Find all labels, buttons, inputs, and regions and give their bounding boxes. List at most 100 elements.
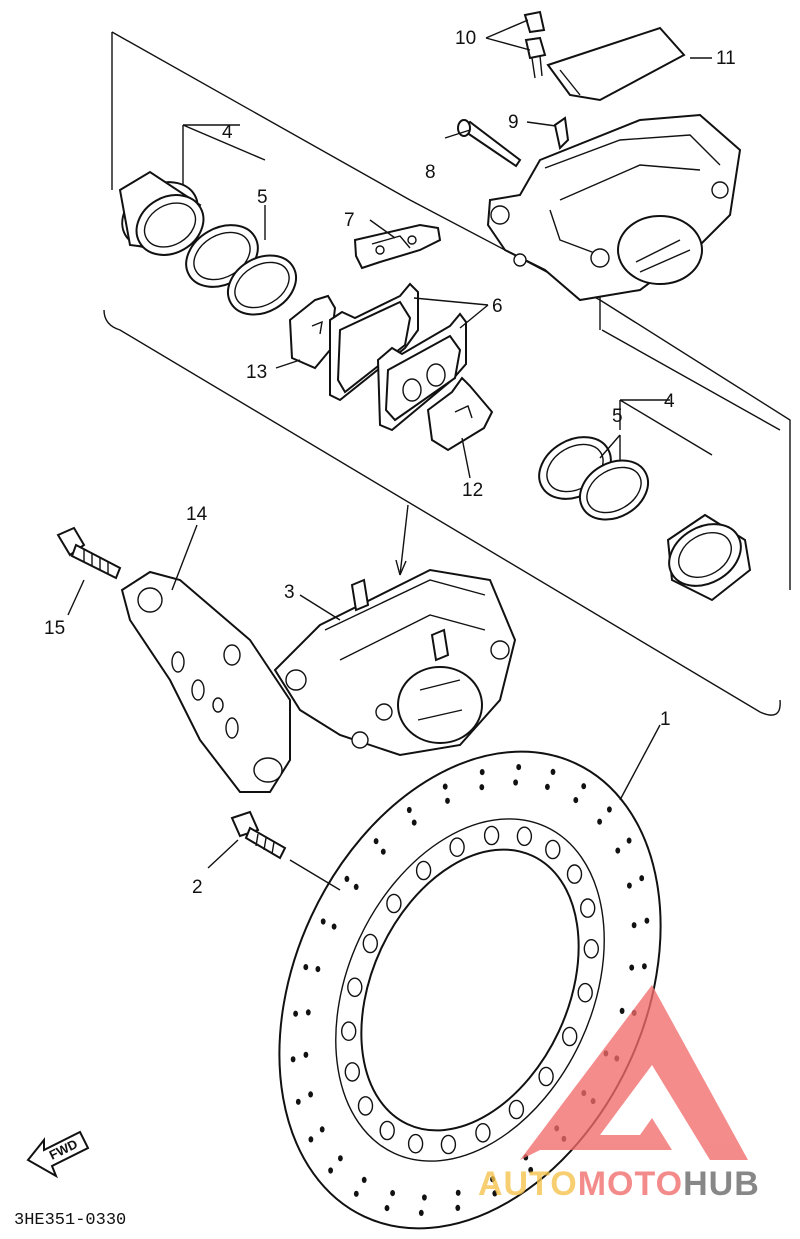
- bleed-screw: [523, 10, 547, 79]
- disc-drill-hole: [406, 806, 412, 814]
- disc-drill-hole: [384, 1205, 390, 1212]
- disc-drill-hole: [328, 1167, 333, 1174]
- disc-mount-hole: [440, 1134, 457, 1155]
- disc-mount-hole: [483, 825, 500, 846]
- disc-mount-hole: [583, 939, 599, 959]
- watermark-text: AUTOMOTOHUB: [478, 1165, 760, 1203]
- disc-drill-hole: [303, 964, 309, 971]
- callout-6: 6: [492, 296, 503, 317]
- callouts: 1 2 3 4 4 5 5 6 7 8 9 10 11 12 13 14 15: [44, 28, 736, 898]
- disc-mount-hole: [386, 893, 402, 914]
- disc-drill-hole: [319, 1126, 325, 1133]
- callout-13: 13: [246, 362, 267, 383]
- disc-drill-hole: [607, 806, 612, 813]
- disc-mount-hole: [508, 1099, 525, 1120]
- automotohub-watermark: AUTOMOTOHUB: [478, 985, 760, 1203]
- disc-drill-hole: [293, 1010, 298, 1017]
- leader-lines: [67, 19, 713, 891]
- disc-drill-hole: [545, 783, 550, 791]
- disc-drill-hole: [361, 1176, 367, 1183]
- disc-drill-hole: [373, 838, 379, 845]
- disc-drill-hole: [573, 797, 579, 804]
- watermark-triangle: [520, 985, 748, 1160]
- disc-drill-hole: [581, 783, 587, 790]
- disc-drill-hole: [380, 848, 386, 855]
- brake-disc: [278, 750, 662, 1230]
- disc-drill-hole: [642, 963, 647, 970]
- disc-mount-hole: [562, 1026, 578, 1047]
- seal-rings-lower: [538, 436, 649, 521]
- callout-2: 2: [192, 877, 203, 898]
- pad-shim-right: [426, 376, 494, 452]
- disc-drill-hole: [615, 847, 621, 854]
- disc-drill-hole: [331, 923, 337, 930]
- callout-3: 3: [284, 582, 295, 603]
- callout-1: 1: [660, 709, 671, 730]
- callout-15: 15: [44, 618, 65, 639]
- disc-mount-hole: [347, 977, 363, 998]
- disc-drill-hole: [644, 917, 650, 924]
- diagram-code: 3HE351-0330: [14, 1211, 126, 1230]
- disc-drill-hole: [418, 1209, 424, 1216]
- piston-lower: [666, 513, 752, 602]
- callout-5-upper: 5: [257, 187, 268, 208]
- brake-pads: [329, 282, 467, 432]
- callout-5-lower: 5: [612, 406, 623, 427]
- callout-9: 9: [508, 112, 519, 133]
- disc-drill-hole: [353, 1190, 359, 1197]
- disc-drill-hole: [639, 875, 645, 882]
- disc-drill-hole: [290, 1056, 296, 1063]
- disc-drill-hole: [516, 764, 522, 771]
- disc-drill-hole: [597, 818, 602, 825]
- callout-7: 7: [344, 210, 355, 231]
- callout-11: 11: [716, 48, 736, 69]
- pad-pin: [457, 119, 522, 168]
- caliper-bracket: [120, 570, 291, 793]
- disc-mount-hole: [357, 1096, 374, 1116]
- disc-drill-hole: [303, 1051, 309, 1058]
- disc-drill-hole: [455, 1204, 461, 1211]
- boundary-lines: [103, 31, 791, 716]
- bracket-bolt: [56, 526, 122, 580]
- disc-mount-hole: [449, 837, 465, 858]
- callout-12: 12: [462, 480, 483, 501]
- disc-drill-hole: [492, 1190, 498, 1197]
- disc-drill-hole: [631, 922, 637, 929]
- disc-mount-hole: [341, 1021, 357, 1041]
- disc-drill-hole: [513, 779, 518, 786]
- disc-drill-hole: [305, 1009, 311, 1016]
- disc-drill-hole: [629, 964, 635, 971]
- disc-mount-hole: [545, 839, 561, 860]
- caliper-exploded: [486, 113, 742, 302]
- disc-drill-hole: [295, 1098, 301, 1105]
- watermark-text-part2: MOTO: [578, 1165, 683, 1203]
- watermark-text-part1: AUTO: [478, 1165, 578, 1203]
- pad-spring: [353, 223, 442, 270]
- disc-drill-hole: [320, 918, 326, 925]
- caliper-assembled: [273, 568, 517, 757]
- callout-10: 10: [455, 28, 476, 49]
- disc-mount-hole: [538, 1066, 554, 1087]
- disc-drill-hole: [422, 1194, 427, 1201]
- callout-4-upper: 4: [222, 122, 233, 143]
- disc-drill-hole: [550, 768, 556, 776]
- disc-mount-hole: [566, 864, 583, 884]
- disc-mount-hole: [407, 1133, 424, 1154]
- disc-mount-holes: [341, 825, 599, 1155]
- disc-drill-hole: [619, 1007, 625, 1015]
- disc-mount-hole: [580, 898, 596, 918]
- disc-drill-hole: [627, 882, 632, 889]
- disc-drill-hole: [479, 784, 485, 791]
- disc-mount-hole: [577, 982, 593, 1003]
- disc-drill-hole: [442, 783, 448, 790]
- piston-upper: [118, 170, 205, 256]
- disc-drill-hole: [445, 797, 450, 804]
- forward-direction-arrow: FWD: [26, 1130, 90, 1179]
- disc-drill-hole: [411, 819, 417, 826]
- disc-drill-hole: [308, 1136, 314, 1143]
- callout-4-lower: 4: [664, 391, 675, 412]
- disc-mount-hole: [516, 826, 533, 847]
- disc-drill-hole: [528, 1166, 534, 1174]
- disc-drill-hole: [338, 1155, 343, 1162]
